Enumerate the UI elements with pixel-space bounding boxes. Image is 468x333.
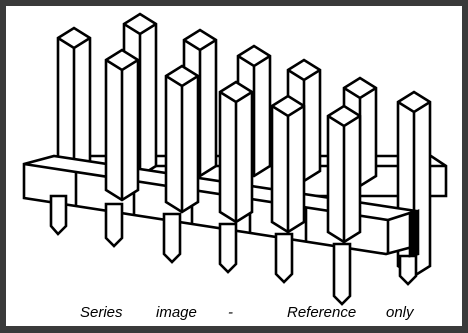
image-panel: Series image - Reference only [6, 6, 462, 326]
front-pin-4 [270, 94, 306, 234]
caption-word-3: - [228, 304, 233, 321]
lower-stub-7 [398, 254, 418, 286]
caption-word-5: only [386, 304, 414, 321]
lower-stub-3 [162, 212, 182, 264]
caption-word-4: Reference [287, 304, 357, 321]
reference-caption: Series image - Reference only [6, 302, 462, 324]
back-pin-1 [56, 26, 92, 178]
pin-header-illustration [22, 12, 448, 306]
lower-stub-4 [218, 222, 238, 274]
lower-stub-1 [49, 194, 68, 236]
front-pin-2 [164, 64, 200, 214]
lower-stub-2 [104, 202, 124, 248]
front-pin-5 [326, 104, 362, 244]
caption-word-2: image [156, 304, 197, 321]
lower-stub-6 [332, 242, 352, 306]
front-pin-3 [218, 80, 254, 224]
front-pin-1 [104, 48, 140, 202]
lower-stub-5 [274, 232, 294, 284]
caption-word-1: Series [80, 304, 123, 321]
